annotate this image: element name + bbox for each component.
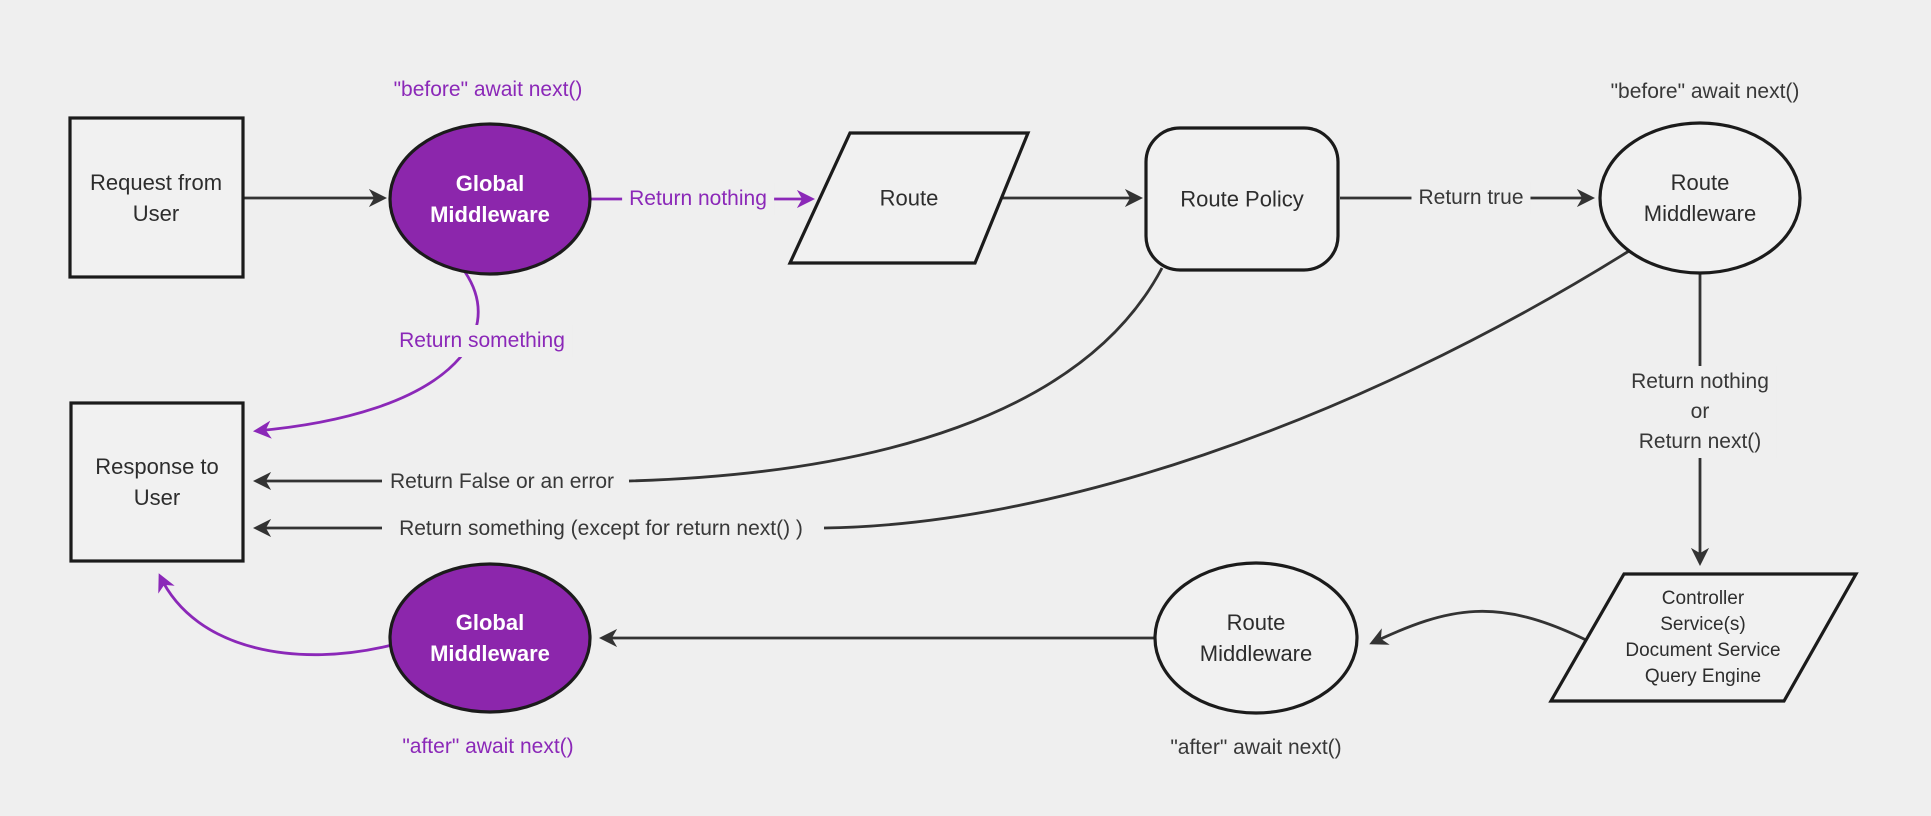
edge-controller-to-route-middleware-bottom bbox=[1369, 610, 1587, 645]
edge-global-middleware-to-response bbox=[252, 271, 480, 439]
node-response-to-user bbox=[69, 401, 245, 563]
edge-global-middleware-bottom-to-response bbox=[158, 573, 393, 657]
node-route-policy bbox=[1144, 126, 1340, 272]
node-request-from-user bbox=[68, 116, 245, 279]
node-global-middleware-bottom bbox=[388, 562, 592, 714]
edge-route-middleware-to-response-curve bbox=[823, 249, 1630, 530]
node-route bbox=[787, 131, 1031, 265]
node-route-middleware-top bbox=[1598, 121, 1802, 275]
node-global-middleware-top bbox=[388, 122, 592, 276]
node-route-middleware-bottom bbox=[1153, 561, 1359, 715]
node-controller-services bbox=[1548, 572, 1859, 703]
edge-route-policy-to-response-curve bbox=[628, 267, 1164, 483]
